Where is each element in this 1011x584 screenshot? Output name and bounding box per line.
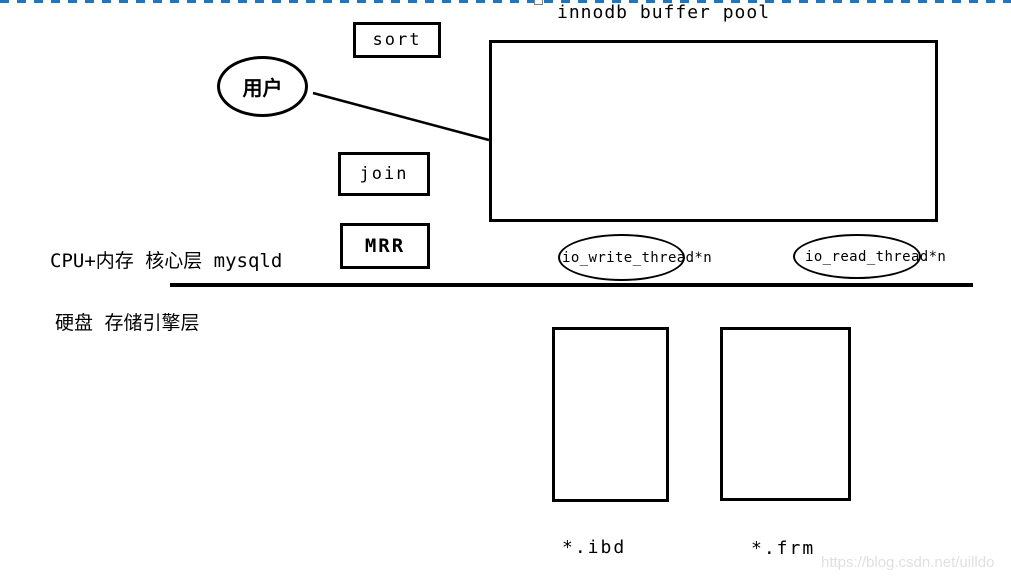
layer-divider-line	[170, 283, 973, 287]
buffer-pool-title[interactable]: innodb buffer pool	[557, 2, 771, 23]
ibd-file-box[interactable]	[552, 327, 669, 502]
mrr-box-label: MRR	[364, 235, 406, 257]
selection-handle[interactable]	[534, 0, 543, 5]
sort-box-label: sort	[372, 30, 422, 50]
buffer-pool-box[interactable]	[489, 40, 938, 222]
io-write-thread-ellipse[interactable]	[558, 234, 685, 281]
storage-layer-label[interactable]: 硬盘 存储引擎层	[55, 312, 200, 334]
sort-box[interactable]: sort	[353, 22, 441, 58]
io-read-thread-label: io_read_thread*n	[805, 249, 947, 265]
ibd-file-label[interactable]: *.ibd	[562, 537, 627, 558]
watermark-text: https://blog.csdn.net/uilldo	[821, 554, 995, 571]
core-layer-label[interactable]: CPU+内存 核心层 mysqld	[50, 250, 283, 272]
selection-dashed-border	[0, 0, 1011, 3]
join-box[interactable]: join	[338, 152, 430, 196]
mrr-box[interactable]: MRR	[340, 223, 430, 269]
io-write-thread-label: io_write_thread*n	[562, 250, 713, 266]
user-ellipse[interactable]: 用户	[217, 56, 308, 117]
frm-file-label[interactable]: *.frm	[751, 538, 816, 559]
io-read-thread-ellipse[interactable]	[793, 234, 921, 279]
user-ellipse-label: 用户	[242, 76, 283, 100]
join-box-label: join	[359, 164, 409, 184]
user-to-bufferpool-line	[312, 91, 490, 142]
frm-file-box[interactable]	[720, 327, 851, 501]
